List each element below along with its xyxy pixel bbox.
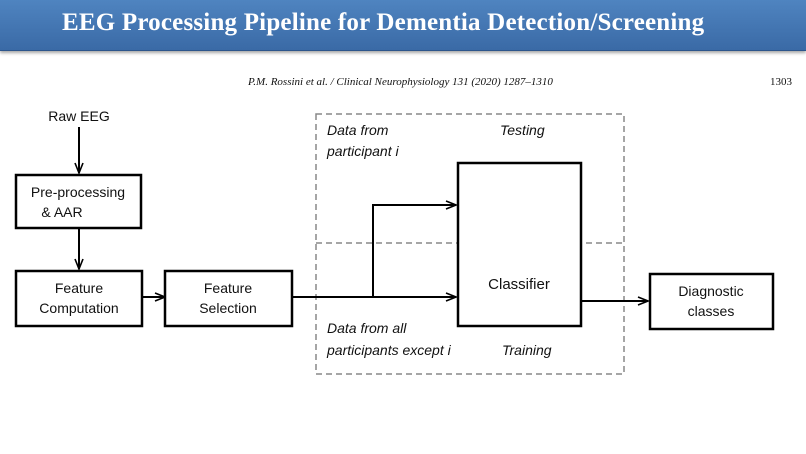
- feature-selection-box: [163, 269, 294, 328]
- page-number: 1303: [770, 76, 792, 88]
- journal-citation: P.M. Rossini et al. / Clinical Neurophys…: [248, 76, 553, 88]
- training-note-line-2: participants except i: [326, 342, 452, 358]
- feature-selection-label-line-1: Feature: [204, 280, 252, 296]
- title-bar: EEG Processing Pipeline for Dementia Det…: [0, 0, 806, 51]
- arrow-to-classifier-testing: [372, 205, 456, 297]
- diagnostic-label-line-1: Diagnostic: [678, 283, 743, 299]
- testing-note-line-2: participant i: [326, 143, 399, 159]
- classifier-label: Classifier: [488, 276, 550, 293]
- preprocessing-label-line-1: Pre-processing: [31, 184, 125, 200]
- diagnostic-label-line-2: classes: [688, 303, 735, 319]
- training-note-line-1: Data from all: [327, 320, 407, 336]
- raw-eeg-label: Raw EEG: [48, 108, 109, 124]
- feature-computation-box: [14, 269, 144, 328]
- slide-title: EEG Processing Pipeline for Dementia Det…: [62, 9, 705, 36]
- preprocessing-label-line-2: & AAR: [41, 204, 82, 220]
- feature-computation-label-line-1: Feature: [55, 280, 103, 296]
- training-title: Training: [502, 342, 552, 358]
- cross-validation-region: [315, 113, 625, 375]
- testing-title: Testing: [500, 122, 545, 138]
- classifier-box: [456, 161, 583, 328]
- diagnostic-classes-box: [648, 272, 775, 331]
- testing-note-line-1: Data from: [327, 122, 389, 138]
- feature-computation-label-line-2: Computation: [39, 300, 118, 316]
- preprocessing-box: [14, 173, 143, 230]
- feature-selection-label-line-2: Selection: [199, 300, 257, 316]
